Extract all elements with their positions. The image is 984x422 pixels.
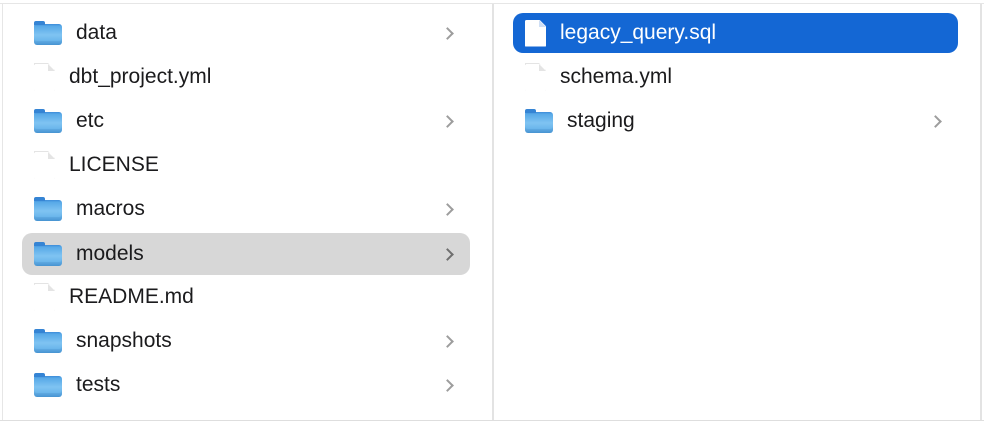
file-column-parent: data dbt_project.yml etc LICENSE macros …	[3, 4, 492, 420]
folder-row-macros[interactable]: macros	[22, 189, 470, 229]
window-border-top	[0, 3, 984, 4]
chevron-right-icon	[441, 114, 454, 128]
folder-icon	[34, 373, 62, 397]
folder-icon	[525, 109, 553, 133]
item-label: models	[76, 241, 144, 265]
file-row-license[interactable]: LICENSE	[22, 145, 470, 185]
file-column-child: legacy_query.sql schema.yml staging	[494, 4, 980, 420]
folder-row-tests[interactable]: tests	[22, 365, 470, 405]
item-label: dbt_project.yml	[69, 64, 212, 88]
document-icon	[34, 63, 55, 91]
document-icon	[525, 63, 546, 91]
file-row-legacy-query-sql[interactable]: legacy_query.sql	[513, 13, 958, 53]
chevron-right-icon	[441, 202, 454, 216]
folder-row-etc[interactable]: etc	[22, 101, 470, 141]
folder-row-snapshots[interactable]: snapshots	[22, 321, 470, 361]
folder-icon	[34, 197, 62, 221]
column-divider[interactable]	[492, 4, 494, 420]
item-label: etc	[76, 108, 105, 132]
folder-row-data[interactable]: data	[22, 13, 470, 53]
folder-row-models[interactable]: models	[22, 233, 470, 275]
item-label: README.md	[69, 284, 194, 308]
folder-icon	[34, 109, 62, 133]
folder-icon	[34, 21, 62, 45]
folder-row-staging[interactable]: staging	[513, 101, 958, 141]
item-label: data	[76, 20, 117, 44]
chevron-right-icon	[441, 26, 454, 40]
item-label: snapshots	[76, 328, 172, 352]
item-label: tests	[76, 372, 121, 396]
item-label: LICENSE	[69, 152, 159, 176]
file-row-readme-md[interactable]: README.md	[22, 277, 470, 317]
document-icon	[34, 151, 55, 179]
item-label: staging	[567, 108, 635, 132]
document-icon	[34, 283, 55, 311]
file-row-schema-yml[interactable]: schema.yml	[513, 57, 958, 97]
file-row-dbt-project-yml[interactable]: dbt_project.yml	[22, 57, 470, 97]
chevron-right-icon	[441, 378, 454, 392]
chevron-right-icon	[441, 247, 454, 261]
item-label: legacy_query.sql	[560, 20, 717, 44]
window-border-bottom	[0, 420, 984, 421]
folder-icon	[34, 329, 62, 353]
column-divider[interactable]	[980, 4, 982, 420]
chevron-right-icon	[929, 114, 942, 128]
chevron-right-icon	[441, 334, 454, 348]
window-border-left	[2, 3, 3, 420]
document-icon	[525, 19, 546, 47]
item-label: macros	[76, 196, 145, 220]
item-label: schema.yml	[560, 64, 673, 88]
folder-icon	[34, 242, 62, 266]
